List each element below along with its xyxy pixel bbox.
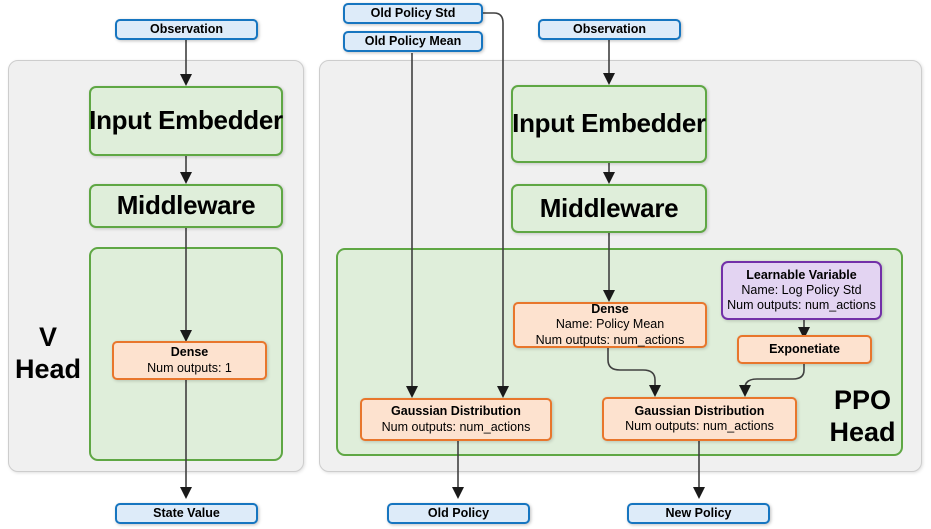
v-head-state-value-label: State Value — [153, 505, 220, 520]
v-head-state-value-node[interactable]: State Value — [115, 503, 258, 524]
old-policy-mean-label: Old Policy Mean — [364, 33, 462, 48]
old-policy-output-label: Old Policy — [427, 505, 490, 520]
learnable-variable-title: Learnable Variable — [746, 267, 857, 282]
learnable-variable-num-outputs: Num outputs: num_actions — [727, 298, 876, 313]
arrowhead-v-state-value — [180, 487, 192, 499]
v-head-middleware-label: Middleware — [116, 190, 256, 221]
dense-policy-mean-node[interactable]: Dense Name: Policy Mean Num outputs: num… — [513, 302, 707, 348]
exponetiate-node[interactable]: Exponetiate — [737, 335, 872, 364]
v-head-input-embedder-label: Input Embedder — [89, 105, 283, 136]
v-head-dense-title: Dense — [170, 345, 209, 360]
dense-policy-mean-num-outputs: Num outputs: num_actions — [535, 332, 685, 347]
v-head-dense-num-outputs: Num outputs: 1 — [147, 360, 232, 375]
v-head-input-embedder-node[interactable]: Input Embedder — [89, 86, 283, 156]
v-head-observation-node[interactable]: Observation — [115, 19, 258, 40]
exponetiate-label: Exponetiate — [769, 341, 840, 356]
ppo-head-caption: PPO Head — [810, 385, 915, 449]
old-policy-std-node[interactable]: Old Policy Std — [343, 3, 483, 24]
ppo-head-middleware-label: Middleware — [539, 192, 679, 223]
new-policy-output-label: New Policy — [665, 505, 732, 520]
new-policy-output-node[interactable]: New Policy — [627, 503, 770, 524]
v-head-observation-label: Observation — [150, 21, 223, 36]
old-policy-mean-node[interactable]: Old Policy Mean — [343, 31, 483, 52]
ppo-head-caption-line1: PPO — [833, 385, 892, 415]
v-head-caption: V Head — [8, 322, 88, 386]
gaussian-old-num-outputs: Num outputs: num_actions — [381, 419, 531, 434]
arrowhead-new-policy — [693, 487, 705, 499]
ppo-head-observation-label: Observation — [573, 21, 646, 36]
gaussian-new-num-outputs: Num outputs: num_actions — [625, 419, 774, 433]
gaussian-new-title: Gaussian Distribution — [634, 403, 765, 418]
ppo-head-input-embedder-node[interactable]: Input Embedder — [511, 85, 707, 163]
v-head-dense-node[interactable]: Dense Num outputs: 1 — [112, 341, 267, 380]
v-head-middleware-node[interactable]: Middleware — [89, 184, 283, 228]
gaussian-old-title: Gaussian Distribution — [391, 404, 521, 419]
ppo-head-caption-line2: Head — [829, 416, 896, 447]
learnable-variable-name: Name: Log Policy Std — [741, 282, 862, 297]
ppo-head-input-embedder-label: Input Embedder — [512, 108, 706, 139]
v-head-caption-line2: Head — [14, 353, 82, 384]
arrowhead-old-policy — [452, 487, 464, 499]
old-policy-output-node[interactable]: Old Policy — [387, 503, 530, 524]
gaussian-distribution-new-node[interactable]: Gaussian Distribution Num outputs: num_a… — [602, 397, 797, 441]
old-policy-std-label: Old Policy Std — [370, 5, 456, 20]
gaussian-distribution-old-node[interactable]: Gaussian Distribution Num outputs: num_a… — [360, 398, 552, 441]
dense-policy-mean-name: Name: Policy Mean — [555, 317, 665, 332]
ppo-head-observation-node[interactable]: Observation — [538, 19, 681, 40]
learnable-variable-node[interactable]: Learnable Variable Name: Log Policy Std … — [721, 261, 882, 320]
v-head-caption-line1: V — [38, 322, 57, 352]
dense-policy-mean-title: Dense — [591, 302, 629, 317]
ppo-head-middleware-node[interactable]: Middleware — [511, 184, 707, 233]
